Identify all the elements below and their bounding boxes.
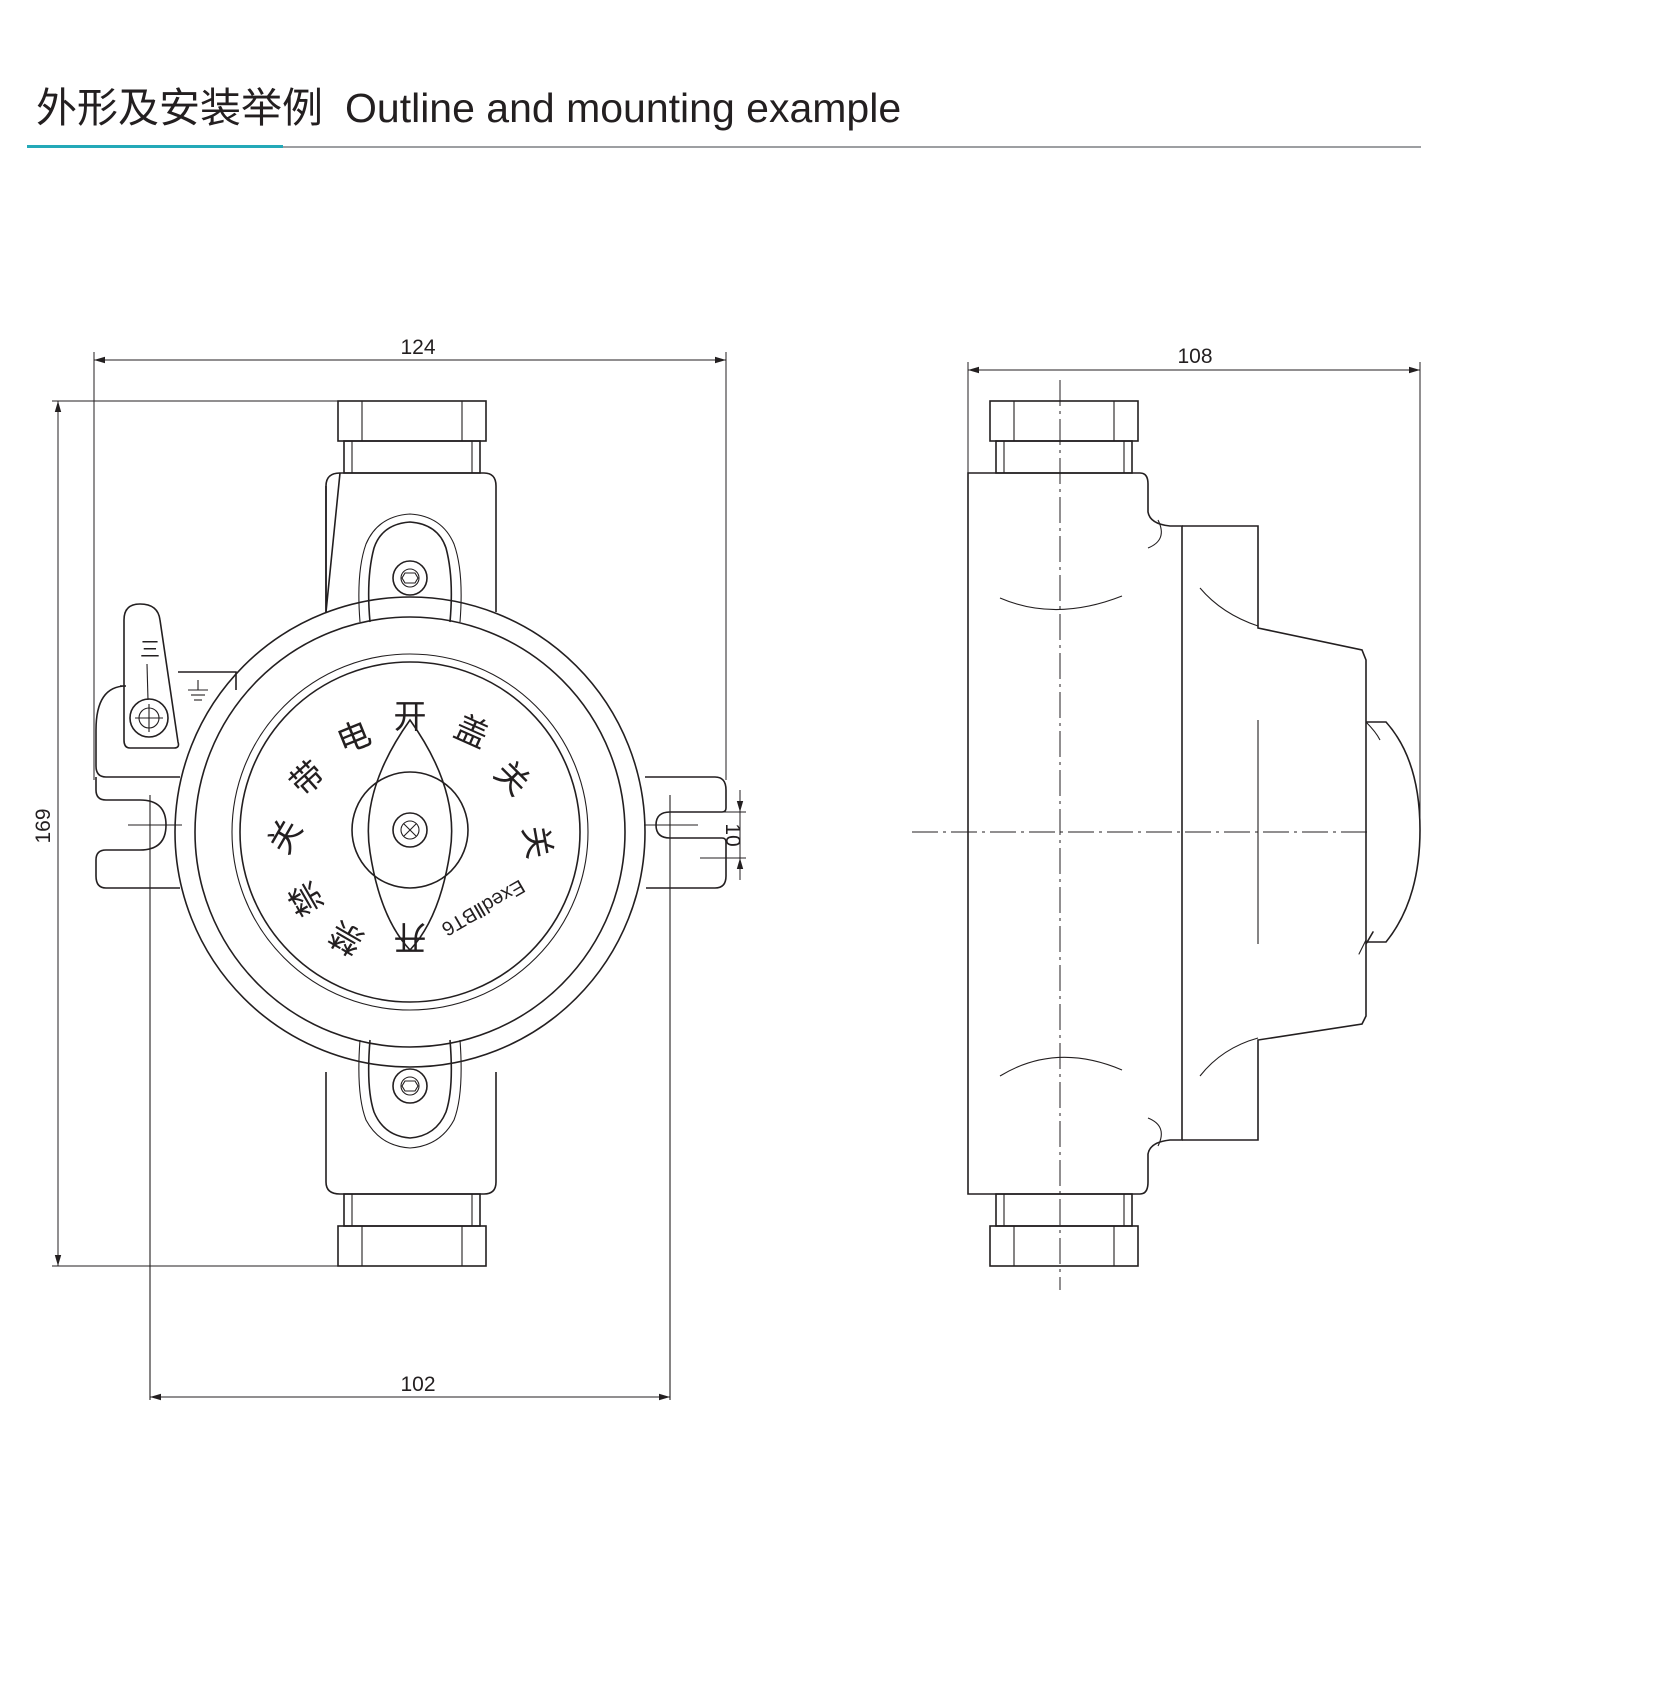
dial-label: 禁 bbox=[322, 913, 370, 963]
phillips-screw-icon bbox=[129, 698, 169, 738]
round-cover bbox=[174, 596, 646, 1068]
cover-lock-handle: 三 bbox=[123, 603, 180, 749]
dial-label: 开 bbox=[394, 697, 427, 736]
dim-width: 124 bbox=[93, 336, 727, 780]
side-top-gland bbox=[989, 400, 1139, 474]
side-view: 108 bbox=[912, 345, 1421, 1290]
dial-label: 盖 bbox=[449, 707, 495, 756]
bottom-screw-ear bbox=[358, 1039, 462, 1149]
title-english: Outline and mounting example bbox=[345, 85, 902, 131]
side-body-outline bbox=[967, 472, 1183, 1195]
handle-mark: 三 bbox=[140, 639, 160, 661]
side-bottom-gland bbox=[989, 1193, 1139, 1267]
top-cable-gland bbox=[337, 400, 487, 474]
enclosure-body-outline bbox=[325, 472, 497, 1195]
top-screw-ear bbox=[358, 513, 462, 623]
dim-height-label: 169 bbox=[32, 808, 55, 843]
right-mounting-lug bbox=[645, 776, 727, 889]
dim-mounting-span-label: 102 bbox=[400, 1373, 435, 1396]
dial-label: 电 bbox=[331, 713, 376, 762]
title-chinese: 外形及安装举例 bbox=[36, 84, 323, 132]
page-header: 外形及安装举例 Outline and mounting example bbox=[0, 0, 1656, 160]
left-mounting-lug bbox=[95, 685, 180, 889]
dim-mounting-span: 102 bbox=[150, 1373, 670, 1401]
hex-socket-screw-icon bbox=[392, 812, 428, 848]
dial-label: 带 bbox=[282, 753, 333, 804]
bottom-cable-gland bbox=[337, 1193, 487, 1267]
title-rule-accent bbox=[27, 145, 283, 148]
ground-symbol-icon bbox=[188, 680, 208, 701]
hex-socket-screw-icon bbox=[392, 560, 428, 596]
dial-label: 禁 bbox=[281, 875, 331, 923]
hex-socket-screw-icon bbox=[392, 1068, 428, 1104]
page-title: 外形及安装举例 Outline and mounting example bbox=[36, 74, 901, 134]
title-rule bbox=[283, 146, 1421, 148]
dial-label: 关 bbox=[515, 822, 559, 861]
dim-height: 169 bbox=[32, 400, 338, 1267]
ex-marking: ExedⅡBT6 bbox=[438, 875, 529, 940]
dim-slot: 10 bbox=[700, 790, 746, 880]
dial-label: 关 bbox=[487, 752, 538, 803]
dim-depth-label: 108 bbox=[1177, 345, 1212, 368]
dim-width-label: 124 bbox=[400, 336, 435, 359]
dial-label: 关 bbox=[260, 812, 310, 860]
side-dome bbox=[1366, 721, 1421, 943]
dim-depth: 108 bbox=[967, 345, 1421, 830]
front-view: 三 bbox=[32, 336, 746, 1401]
dim-slot-label: 10 bbox=[721, 823, 744, 846]
rotary-switch-handle bbox=[351, 718, 469, 952]
